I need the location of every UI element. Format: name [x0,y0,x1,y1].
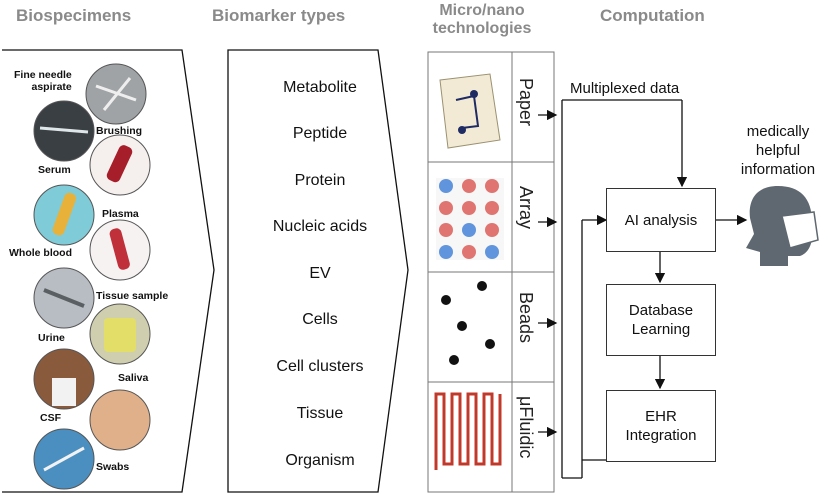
beads-device-image [441,281,495,365]
array-spot [485,245,499,259]
ai-analysis-label: AI analysis [624,211,698,229]
csf-photo [89,389,151,451]
integration-label: Integration [625,427,697,444]
array-spot [462,223,476,237]
fluidic-device-image [434,392,502,470]
biomarker-nucleic-acids: Nucleic acids [272,218,368,235]
biomarker-organism: Organism [285,452,355,469]
output-line3: information [740,161,816,178]
output-line1: medically [746,123,810,140]
whole-blood-label: Whole blood [9,247,72,259]
biomarker-types-panel [227,49,409,493]
array-spot [439,223,453,237]
ehr-integration-box: EHR Integration [606,390,716,462]
array-spot [439,245,453,259]
biomarker-types-header: Biomarker types [212,6,346,25]
saliva-label: Saliva [118,372,149,384]
brushing-label: Brushing [96,125,143,137]
biomarker-metabolite: Metabolite [283,79,357,96]
array-spot [462,201,476,215]
csf-label: CSF [40,412,61,424]
computation-header: Computation [600,6,705,25]
technology-strip [427,51,555,493]
fna-label-line1: Fine needle [14,69,72,81]
fna-label: Fine needle aspirate [14,69,72,93]
technology-array-label: Array [516,186,536,230]
biomarker-cell-clusters: Cell clusters [276,358,364,375]
array-spot [439,179,453,193]
biomarker-peptide: Peptide [292,125,348,142]
technology-paper-label: Paper [516,78,536,127]
array-spot [485,201,499,215]
tissue-sample-label: Tissue sample [96,290,169,302]
ai-analysis-box: AI analysis [606,188,716,252]
ehr-label: EHR [645,408,677,425]
database-learning-box: Database Learning [606,284,716,356]
paper-device-image [439,73,501,149]
array-spot [462,179,476,193]
array-spot [485,179,499,193]
output-line2: helpful [755,142,801,159]
database-label: Database [628,302,694,319]
technology-fluidic-label: μFluidic [516,396,536,459]
serum-label: Serum [38,164,71,176]
patient-head-icon [746,186,819,266]
biomarker-protein: Protein [294,172,346,189]
fna-label-line2: aspirate [31,81,72,93]
technologies-header-line2: technologies [432,20,532,37]
biospecimens-header: Biospecimens [16,6,132,25]
technologies-header: Micro/nano technologies [420,2,544,38]
multiplexed-data-label: Multiplexed data [570,80,680,97]
connectors [538,99,748,479]
medically-helpful-information-label: medically helpful information [730,122,826,179]
technology-beads-label: Beads [516,292,536,344]
technologies-header-line1: Micro/nano [439,2,525,19]
swabs-label: Swabs [96,461,130,473]
biomarker-ev: EV [309,265,331,282]
specimen-circles [33,63,151,490]
plasma-label: Plasma [102,208,139,220]
biomarker-tissue: Tissue [296,405,344,422]
biomarker-cells: Cells [302,311,338,328]
array-spot [462,245,476,259]
array-device-image [436,178,504,260]
array-spot [485,223,499,237]
array-spot [439,201,453,215]
learning-label: Learning [631,321,691,338]
urine-label: Urine [38,332,65,344]
